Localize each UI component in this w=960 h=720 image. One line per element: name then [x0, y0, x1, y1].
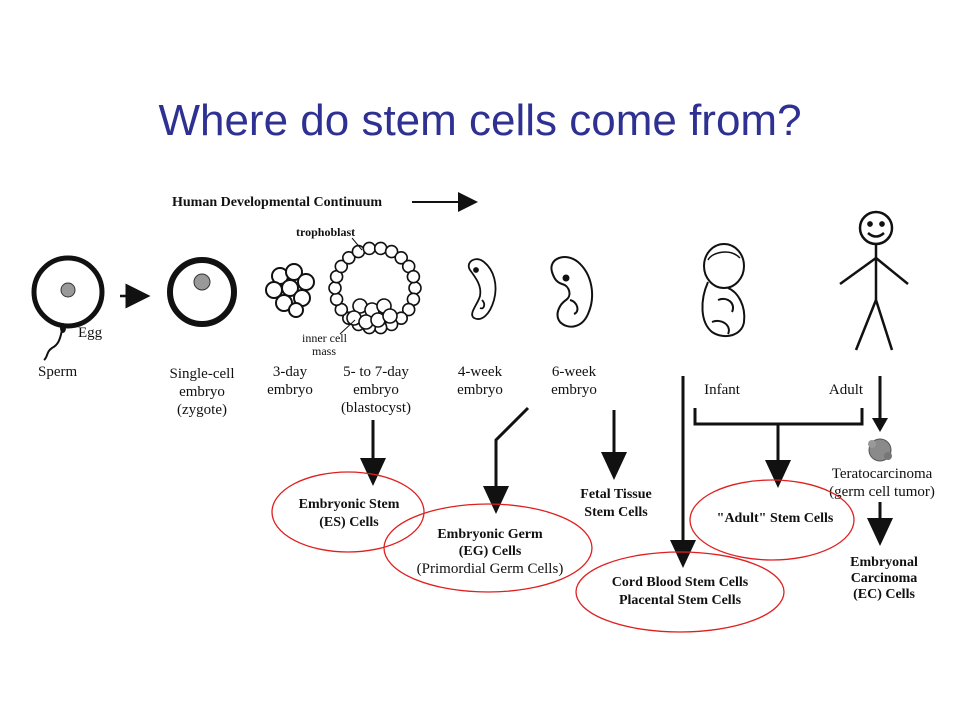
egg-label: Egg	[78, 325, 103, 341]
es-label-1: Embryonic Stem	[299, 497, 400, 512]
trophoblast-cell	[408, 281, 422, 295]
trophoblast-cell	[329, 292, 344, 307]
three-day-label-1: 3-day	[273, 364, 308, 380]
three-day-label-2: embryo	[267, 382, 313, 398]
continuum-label: Human Developmental Continuum	[172, 195, 382, 210]
adult-label: Adult	[829, 382, 864, 398]
zygote-label-2: embryo	[179, 384, 225, 400]
inner-cell-mass-label-1: inner cell	[302, 331, 348, 345]
zygote-icon	[167, 257, 237, 327]
terato-label-2: (germ cell tumor)	[829, 484, 935, 500]
flow-arrows	[360, 376, 893, 568]
ec-label-1: Embryonal	[850, 555, 918, 570]
infant-icon	[701, 243, 746, 338]
trophoblast-cell	[406, 269, 421, 284]
cord-label-2: Placental Stem Cells	[619, 593, 742, 608]
six-week-label-1: 6-week	[552, 364, 597, 380]
three-day-embryo-icon	[265, 263, 315, 318]
trophoblast-cell	[341, 250, 356, 265]
blastocyst-label-3: (blastocyst)	[341, 400, 411, 416]
fetal-label-2: Stem Cells	[584, 505, 648, 520]
adult-icon	[839, 210, 909, 351]
cord-highlight	[575, 551, 785, 633]
highlight-ovals	[271, 471, 855, 633]
blastocyst-label-1: 5- to 7-day	[343, 364, 409, 380]
trophoblast-cell	[362, 241, 377, 256]
four-week-label-2: embryo	[457, 382, 503, 398]
adult-stem-label: "Adult" Stem Cells	[717, 511, 834, 526]
adult-stem-highlight	[689, 479, 855, 561]
zygote-label-3: (zygote)	[177, 402, 227, 418]
zygote-label-1: Single-cell	[170, 366, 235, 382]
es-label-2: (ES) Cells	[319, 515, 379, 530]
sperm-icon	[43, 329, 63, 361]
sperm-label: Sperm	[38, 364, 77, 380]
eg-label-1: Embryonic Germ	[437, 527, 543, 542]
es-highlight	[271, 471, 425, 553]
six-week-label-2: embryo	[551, 382, 597, 398]
ec-label-2: Carcinoma	[851, 571, 918, 586]
eg-label-3: (Primordial Germ Cells)	[417, 561, 564, 577]
trophoblast-cell	[384, 244, 399, 259]
blastocyst-label-2: embryo	[353, 382, 399, 398]
fetal-label-1: Fetal Tissue	[580, 487, 651, 502]
terato-label-1: Teratocarcinoma	[832, 466, 933, 482]
infant-label: Infant	[704, 382, 741, 398]
trophoblast-cell	[328, 281, 342, 295]
blastocyst-icon	[328, 241, 422, 335]
tumor-icon	[868, 438, 892, 462]
eg-highlight	[383, 503, 593, 593]
trophoblast-cell	[394, 250, 409, 265]
inner-cell-mass-label-2: mass	[312, 344, 336, 358]
trophoblast-cell	[401, 302, 416, 317]
four-week-embryo-icon	[467, 258, 497, 320]
cord-label-1: Cord Blood Stem Cells	[612, 575, 749, 590]
slide-title: Where do stem cells come from?	[158, 96, 802, 145]
eg-label-2: (EG) Cells	[459, 544, 522, 559]
four-week-label-1: 4-week	[458, 364, 503, 380]
six-week-embryo-icon	[550, 256, 594, 328]
trophoblast-label: trophoblast	[296, 225, 355, 239]
egg-icon	[31, 255, 105, 329]
ec-label-3: (EC) Cells	[853, 587, 915, 602]
trophoblast-cell	[334, 259, 349, 274]
